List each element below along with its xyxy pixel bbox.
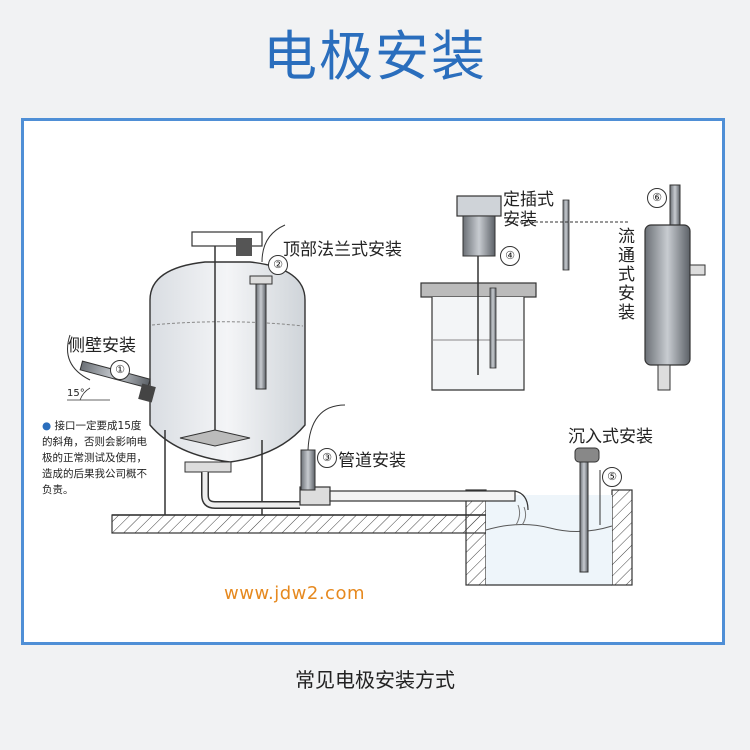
- angle-label: 15°: [67, 388, 85, 399]
- label-pipeline: 管道安装: [338, 451, 406, 471]
- tank: [149, 231, 306, 515]
- pipe: [299, 486, 529, 526]
- fixed-insert-vessel: [420, 195, 630, 391]
- watermark-url: www.jdw2.com: [224, 583, 365, 604]
- marker-2: ②: [268, 255, 288, 275]
- label-side-wall: 侧壁安装: [68, 336, 136, 356]
- marker-5: ⑤: [602, 467, 622, 487]
- note-body: 接口一定要成15度的斜角，否则会影响电极的正常测试及使用，造成的后果我公司概不负…: [42, 420, 147, 496]
- marker-3: ③: [317, 448, 337, 468]
- note-bullet: ●: [42, 420, 52, 432]
- marker-6: ⑥: [647, 188, 667, 208]
- submerged-electrode: [574, 447, 601, 573]
- flow-through-cell: [644, 184, 706, 391]
- label-submerged: 沉入式安装: [568, 427, 653, 447]
- caption: 常见电极安装方式: [295, 668, 455, 692]
- pipeline-electrode: [300, 404, 346, 491]
- top-flange-electrode: [249, 224, 286, 390]
- label-top-flange: 顶部法兰式安装: [283, 240, 402, 260]
- ground: [111, 489, 633, 586]
- label-flow-through: 流通式安装: [618, 227, 635, 323]
- marker-1: ①: [110, 360, 130, 380]
- marker-4: ④: [500, 246, 520, 266]
- note-text: ● 接口一定要成15度的斜角，否则会影响电极的正常测试及使用，造成的后果我公司概…: [42, 418, 148, 498]
- page-title: 电极安装: [263, 25, 487, 88]
- label-fixed-insert: 定插式安装: [503, 190, 554, 230]
